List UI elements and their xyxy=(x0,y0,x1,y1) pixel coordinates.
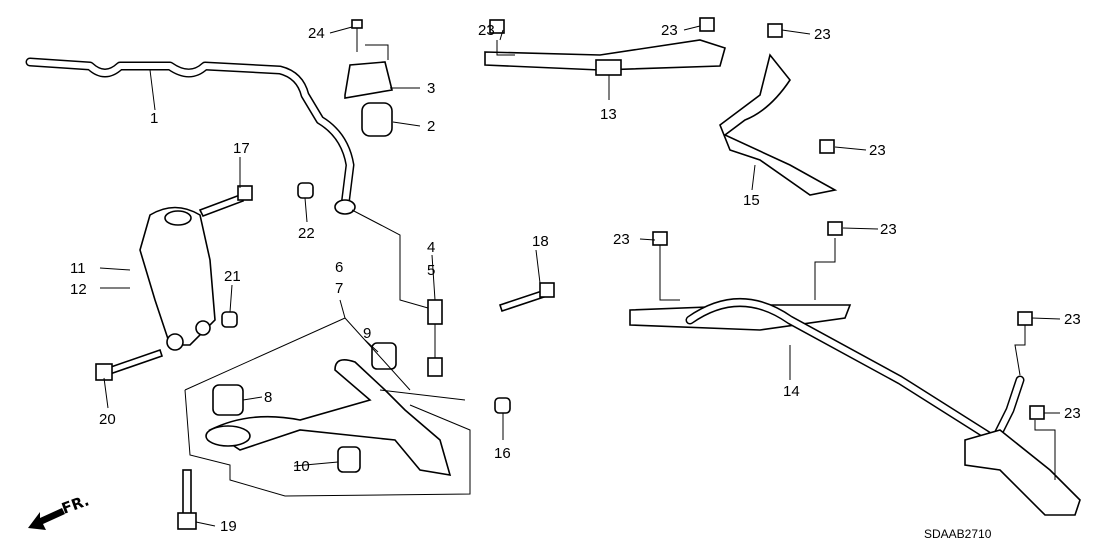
callout-23: 23 xyxy=(814,26,831,43)
bolts xyxy=(95,182,555,530)
callout-6: 6 xyxy=(335,259,343,276)
callout-10: 10 xyxy=(293,458,310,475)
callouts: 1 2 3 4 5 6 7 8 9 10 11 12 13 14 15 16 1… xyxy=(70,22,1081,535)
callout-23: 23 xyxy=(478,22,495,39)
callout-3: 3 xyxy=(427,80,435,97)
callout-4: 4 xyxy=(427,239,435,256)
callout-18: 18 xyxy=(532,233,549,250)
callout-17: 17 xyxy=(233,140,250,157)
callout-1: 1 xyxy=(150,110,158,127)
callout-16: 16 xyxy=(494,445,511,462)
callout-23: 23 xyxy=(613,231,630,248)
callout-24: 24 xyxy=(308,25,325,42)
callout-20: 20 xyxy=(99,411,116,428)
callout-19: 19 xyxy=(220,518,237,535)
callout-21: 21 xyxy=(224,268,241,285)
callout-13: 13 xyxy=(600,106,617,123)
callout-8: 8 xyxy=(264,389,272,406)
bushing-holder xyxy=(344,19,393,137)
callout-15: 15 xyxy=(743,192,760,209)
callout-14: 14 xyxy=(783,383,800,400)
front-label: FR. xyxy=(59,491,91,517)
callout-11: 11 xyxy=(70,260,86,277)
front-indicator: FR. xyxy=(28,491,91,530)
callout-23: 23 xyxy=(880,221,897,238)
callout-22: 22 xyxy=(298,225,315,242)
front-arrow-icon xyxy=(28,508,65,530)
callout-23: 23 xyxy=(1064,311,1081,328)
knuckle xyxy=(139,206,216,351)
callout-23: 23 xyxy=(1064,405,1081,422)
lower-arm xyxy=(184,317,471,497)
leader-lines xyxy=(99,25,1061,527)
stabilizer-bar xyxy=(25,57,356,215)
diagram-code: SDAAB2710 xyxy=(924,527,992,541)
callout-2: 2 xyxy=(427,118,435,135)
callout-9: 9 xyxy=(363,325,371,342)
callout-12: 12 xyxy=(70,281,87,298)
callout-23: 23 xyxy=(869,142,886,159)
stabilizer-link xyxy=(351,209,443,377)
callout-5: 5 xyxy=(427,262,435,279)
subframe-bar xyxy=(629,298,1081,516)
callout-7: 7 xyxy=(335,280,343,297)
callout-23: 23 xyxy=(661,22,678,39)
brackets xyxy=(484,39,838,196)
